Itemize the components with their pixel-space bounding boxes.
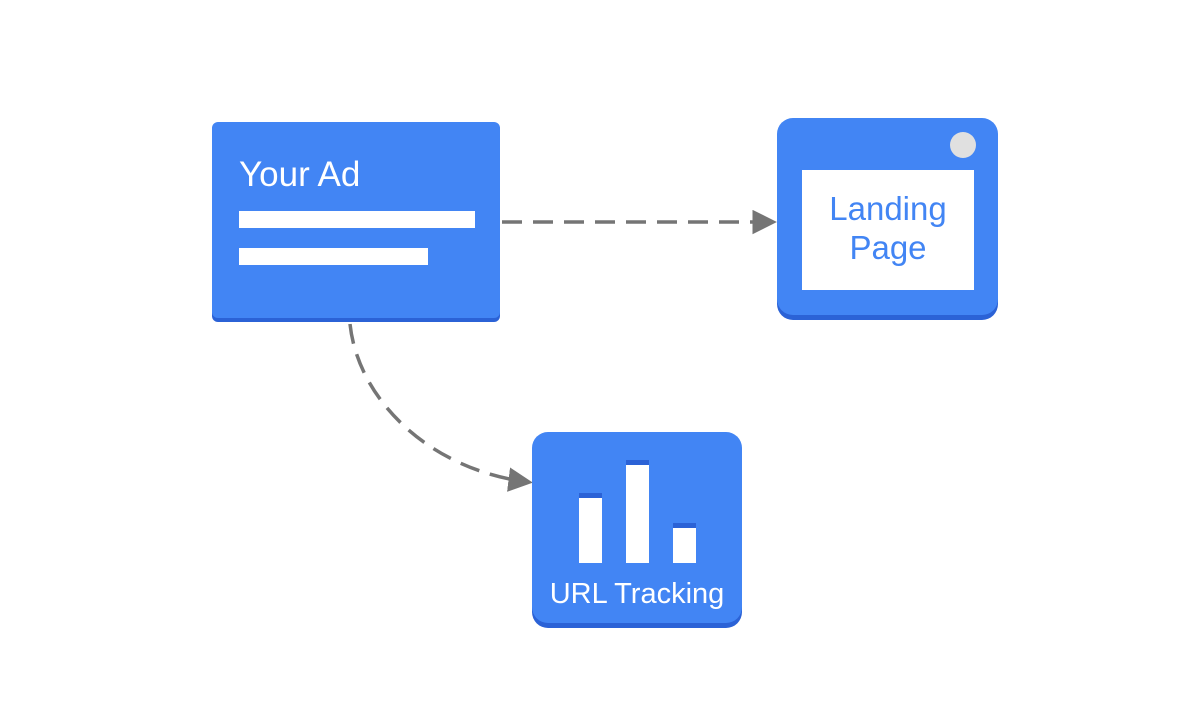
landing-page-label-line1: Landing <box>829 190 946 227</box>
ad-text-line-2 <box>239 248 428 265</box>
bar-chart-icon <box>579 460 696 563</box>
browser-dot-icon <box>950 132 976 158</box>
bar-chart-icon-bar-3 <box>673 525 696 563</box>
url-tracking-label: URL Tracking <box>550 578 725 610</box>
connector-ad-to-tracking <box>348 323 533 492</box>
landing-page-window <box>802 170 974 290</box>
your-ad-title: Your Ad <box>239 155 360 194</box>
bar-chart-icon-bar-1 <box>579 495 602 563</box>
landing-page-label-line2: Page <box>849 229 926 266</box>
your-ad-node: Your Ad <box>212 122 500 322</box>
url-tracking-node: URL Tracking <box>532 432 742 628</box>
bar-chart-icon-bar-2 <box>626 462 649 563</box>
ad-text-line-1 <box>239 211 475 228</box>
landing-page-node: Landing Page <box>777 118 998 320</box>
